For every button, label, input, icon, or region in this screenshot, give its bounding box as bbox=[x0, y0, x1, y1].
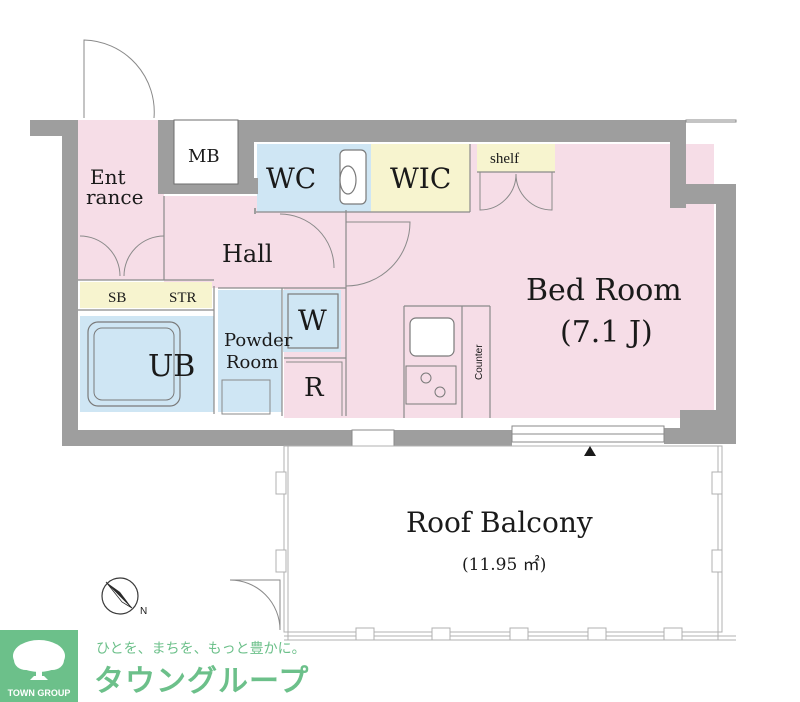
interior-lines bbox=[78, 144, 555, 418]
label-entrance-line1: Ent bbox=[90, 165, 126, 189]
label-balcony-line2: (11.95 ㎡) bbox=[462, 555, 546, 575]
bathtub-icon bbox=[87, 321, 181, 407]
label-wic: WIC bbox=[390, 162, 451, 195]
brand-tagline: ひとを、まちを、もっと豊かに。 bbox=[96, 641, 306, 657]
label-bedroom-line1: Bed Room bbox=[526, 273, 682, 308]
label-mb: MB bbox=[188, 146, 220, 167]
label-shelf: shelf bbox=[490, 151, 519, 167]
label-balcony-line1: Roof Balcony bbox=[406, 506, 593, 539]
balcony-posts bbox=[275, 471, 723, 641]
compass-icon bbox=[101, 577, 139, 615]
brand-logo: TOWN GROUP bbox=[0, 630, 78, 702]
label-hall: Hall bbox=[222, 240, 273, 268]
brand-name: タウングループ bbox=[94, 664, 310, 699]
label-powder-line1: Powder bbox=[224, 330, 293, 351]
label-entrance-line2: rance bbox=[86, 185, 143, 209]
doors bbox=[79, 39, 553, 631]
tree-logo-icon bbox=[13, 640, 65, 680]
label-w: W bbox=[298, 304, 327, 337]
washer-box bbox=[287, 293, 339, 349]
entry-arrow-icon bbox=[584, 446, 596, 456]
sink-icon bbox=[409, 317, 455, 357]
shelf-area bbox=[477, 144, 555, 172]
label-str: STR bbox=[169, 290, 197, 306]
brand-logo-text: TOWN GROUP bbox=[7, 688, 71, 698]
label-powder-line2: Room bbox=[226, 352, 278, 373]
label-r: R bbox=[304, 373, 325, 403]
sb-area bbox=[80, 282, 166, 308]
wic-area bbox=[371, 144, 470, 212]
compass-north-label: N bbox=[140, 606, 147, 617]
label-ub: UB bbox=[148, 349, 195, 384]
stove-icon bbox=[405, 365, 457, 405]
label-sb: SB bbox=[108, 290, 126, 306]
toilet-icon bbox=[339, 149, 367, 205]
str-area bbox=[166, 282, 212, 308]
entrance-area bbox=[78, 120, 164, 280]
label-counter: Counter bbox=[474, 344, 485, 380]
powder-area bbox=[218, 290, 282, 412]
w-area bbox=[283, 290, 341, 352]
ub-area bbox=[80, 316, 214, 412]
mb-box bbox=[173, 119, 239, 185]
balcony-rail bbox=[283, 445, 736, 641]
windows bbox=[351, 119, 737, 447]
label-wc: WC bbox=[266, 162, 316, 195]
label-bedroom-line2: (7.1 J) bbox=[560, 315, 653, 350]
